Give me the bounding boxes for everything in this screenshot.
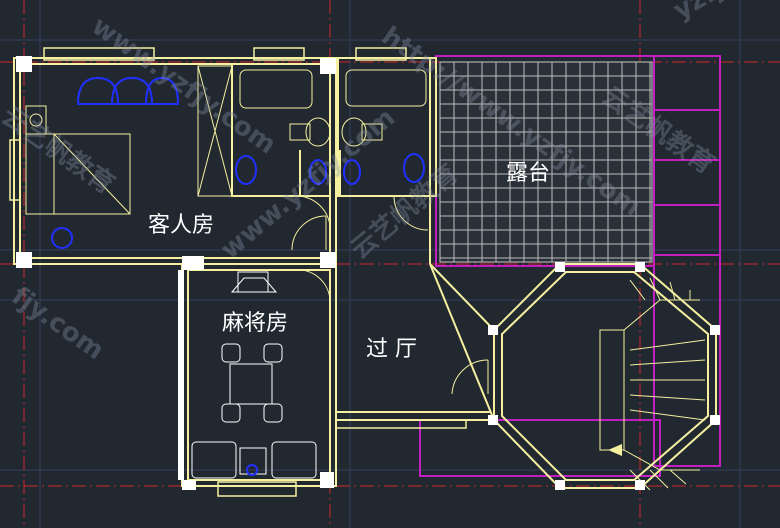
wardrobe [197,65,233,197]
room-label-guest: 客人房 [148,213,214,238]
stair-treads [599,277,706,491]
mahjong-lamp [246,464,258,476]
watermark-brand-c: 云艺帆教育 [0,100,120,200]
mahjong-furniture [191,271,317,479]
bed [25,105,131,215]
terrace-tiles [439,61,653,263]
room-label-hall: 过 厅 [366,337,417,362]
sinks [235,153,425,185]
chairs-blue [51,76,180,249]
room-label-mahjong: 麻将房 [222,311,288,336]
watermark-url-e: yzfjy [669,0,744,26]
watermark-url-c: fjy.com [6,281,109,366]
room-label-terrace: 露台 [506,161,550,186]
bathtubs [239,69,427,147]
octagon-columns [488,262,720,490]
windows [9,47,467,497]
doors [291,195,489,395]
structural-columns [16,56,336,490]
